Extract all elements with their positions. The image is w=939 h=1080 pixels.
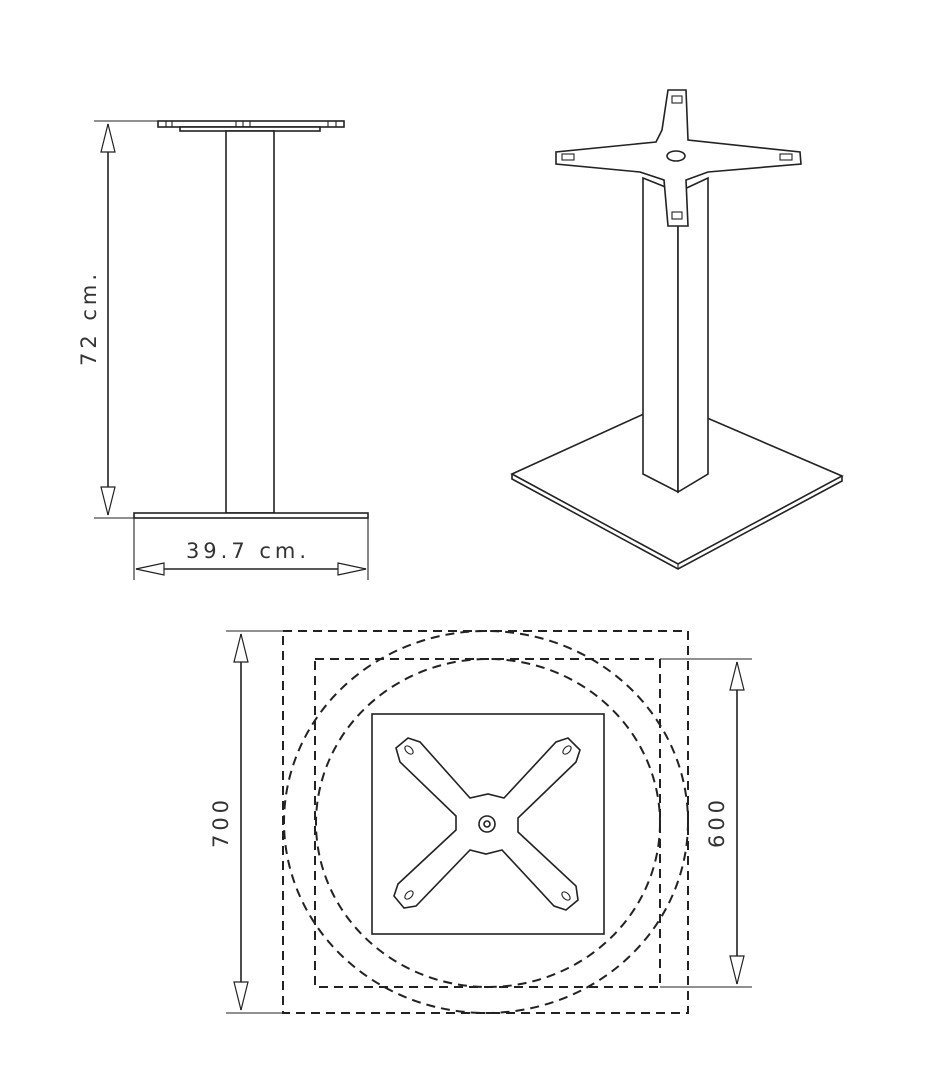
width-arrow-left [135, 562, 165, 576]
side-elevation-view: 72 cm. 39.7 cm. [77, 120, 369, 580]
outer-table-top-circle [283, 630, 689, 1014]
side-top-plate [157, 120, 345, 132]
isometric-view [510, 89, 844, 570]
inner-size-dimension: 600 [660, 658, 752, 988]
outer-size-arrow-top [233, 633, 249, 663]
width-dimension: 39.7 cm. [133, 518, 369, 580]
inner-table-top-square [314, 658, 661, 988]
side-base-plate [133, 512, 369, 519]
width-label: 39.7 cm. [186, 539, 310, 563]
outer-size-arrow-bottom [233, 981, 249, 1011]
outer-size-label: 700 [209, 796, 233, 848]
inner-table-top-circle [315, 658, 661, 988]
iso-cross-bracket [555, 89, 802, 227]
inner-size-arrow-top [729, 661, 745, 691]
outer-size-dimension: 700 [209, 630, 283, 1014]
plan-cross-bracket [393, 737, 581, 911]
top-plan-view: 700 600 [209, 630, 752, 1014]
inner-size-label: 600 [705, 796, 729, 848]
height-arrow-top [100, 123, 116, 153]
height-arrow-bottom [100, 486, 116, 516]
iso-column [642, 176, 709, 494]
width-arrow-right [337, 562, 367, 576]
side-column [225, 130, 275, 514]
height-dimension: 72 cm. [77, 120, 158, 519]
height-label: 72 cm. [77, 270, 101, 366]
inner-size-arrow-bottom [729, 955, 745, 985]
